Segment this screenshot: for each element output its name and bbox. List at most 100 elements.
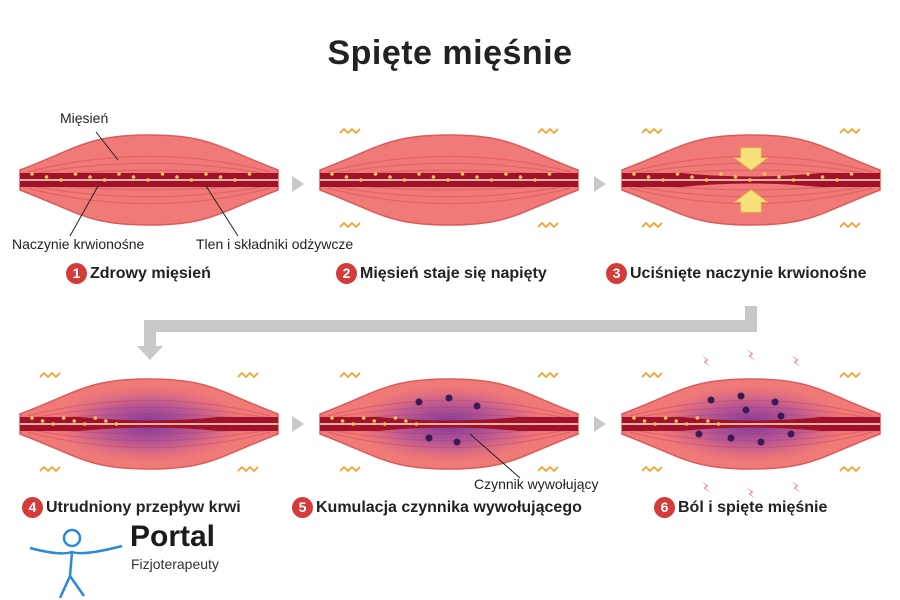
nutrient-dot: [330, 416, 334, 420]
stage-number-badge: 2: [336, 263, 357, 284]
stage-caption-1: 1 Zdrowy mięsień: [66, 263, 211, 284]
nutrient-dot: [382, 422, 387, 426]
nutrient-dot: [114, 422, 119, 426]
connector-arrow-line: [144, 306, 757, 348]
muscle-fiber-line: [327, 155, 571, 173]
tension-mark-icon: [839, 127, 861, 135]
flow-arrow-icon: [292, 416, 304, 432]
trigger-factor-particle: [425, 434, 433, 442]
nutrient-dot: [446, 178, 450, 182]
tension-mark-icon: [339, 371, 361, 379]
label-vessel: Naczynie krwionośne: [12, 236, 145, 252]
leader-line-muscle: [95, 131, 119, 161]
nutrient-dot: [646, 175, 651, 179]
nutrient-dot: [361, 416, 366, 420]
nutrient-dot: [791, 178, 796, 182]
nutrient-dot: [642, 419, 647, 423]
trigger-factor-particle: [707, 396, 715, 404]
tension-mark-icon: [339, 221, 361, 229]
nutrient-dot: [82, 422, 87, 426]
nutrient-dot: [204, 172, 208, 176]
tension-mark-icon: [839, 371, 861, 379]
nutrient-dot: [674, 419, 679, 423]
nutrient-dot: [59, 178, 63, 182]
label-nutrients: Tlen i składniki odżywcze: [196, 236, 354, 252]
nutrient-dot: [533, 178, 537, 182]
muscle-fiber-line: [327, 187, 571, 205]
muscle-stage-5: [319, 371, 579, 473]
tension-mark-icon: [641, 221, 663, 229]
muscle-fiber-line: [27, 162, 271, 176]
nutrient-dot: [706, 419, 710, 423]
leader-line-vessel: [69, 185, 99, 237]
nutrient-dot: [88, 175, 92, 179]
nutrient-dot: [402, 178, 407, 182]
nutrient-dot: [373, 172, 378, 176]
muscle-stage-2: [319, 127, 579, 229]
trigger-factor-particle: [787, 430, 795, 438]
pain-bolt-icon: [701, 355, 711, 367]
nutrient-dot: [849, 172, 854, 176]
muscle-fiber-line: [27, 187, 271, 205]
stage-number-badge: 3: [606, 263, 627, 284]
nutrient-dot: [44, 175, 49, 179]
nutrient-dot: [704, 178, 709, 182]
nutrient-dot: [716, 422, 721, 426]
nutrient-dot: [684, 422, 689, 426]
nutrient-dot: [719, 172, 723, 176]
pain-bolt-icon: [791, 355, 801, 367]
stage-caption-text: Kumulacja czynnika wywołującego: [316, 498, 582, 516]
leader-line-nutrients: [205, 185, 239, 237]
pain-bolt-icon: [746, 487, 756, 499]
logo-left-leg-icon: [58, 551, 74, 599]
stage-number-badge: 6: [654, 497, 675, 518]
nutrient-dot: [661, 178, 665, 182]
trigger-factor-particle: [445, 394, 453, 402]
tension-mark-icon: [537, 221, 559, 229]
muscle-fiber-line: [27, 155, 271, 173]
tension-mark-icon: [237, 465, 259, 473]
nutrient-dot: [748, 178, 752, 182]
flow-arrows: [137, 176, 757, 432]
label-factor: Czynnik wywołujący: [474, 476, 599, 492]
logo-figure-icon: [29, 528, 123, 599]
tension-mark-icon: [39, 465, 61, 473]
pain-bolt-icon: [701, 481, 711, 493]
pain-bolt-icon: [791, 481, 801, 493]
logo-subtitle: Fizjoterapeuty: [131, 556, 219, 572]
trigger-factor-particle: [415, 398, 423, 406]
nutrient-dot: [102, 178, 107, 182]
tension-mark-icon: [237, 371, 259, 379]
nutrient-dot: [372, 419, 377, 423]
pain-bolt-icon: [746, 349, 756, 361]
flow-arrow-icon: [594, 176, 606, 192]
nutrient-dot: [340, 419, 345, 423]
trigger-factor-particle: [473, 402, 481, 410]
muscle-fiber-line: [327, 184, 571, 198]
nutrient-dot: [351, 422, 355, 426]
leader-line-factor: [469, 433, 521, 479]
tension-mark-icon: [641, 371, 663, 379]
trigger-factor-particle: [727, 434, 735, 442]
nutrient-dot: [806, 172, 810, 176]
tension-mark-icon: [839, 465, 861, 473]
nutrient-dot: [653, 422, 657, 426]
muscle-stage-3: [621, 127, 881, 229]
nutrient-dot: [72, 419, 77, 423]
nutrient-dot: [733, 175, 738, 179]
logo-head-icon: [62, 528, 82, 548]
muscle-illustrations: [19, 127, 881, 499]
nutrient-dot: [414, 422, 419, 426]
stage-caption-6: 6 Ból i spięte mięśnie: [654, 497, 827, 518]
compression-arrow-up-icon: [733, 189, 769, 213]
nutrient-dot: [61, 416, 66, 420]
nutrient-dot: [762, 172, 767, 176]
nutrient-dot: [344, 175, 349, 179]
nutrient-dot: [175, 175, 179, 179]
stage-caption-text: Ból i spięte mięśnie: [678, 498, 828, 516]
tension-mark-icon: [537, 371, 559, 379]
tension-mark-icon: [641, 465, 663, 473]
tension-mark-icon: [39, 371, 61, 379]
nutrient-dot: [632, 416, 636, 420]
nutrient-dot: [233, 178, 237, 182]
